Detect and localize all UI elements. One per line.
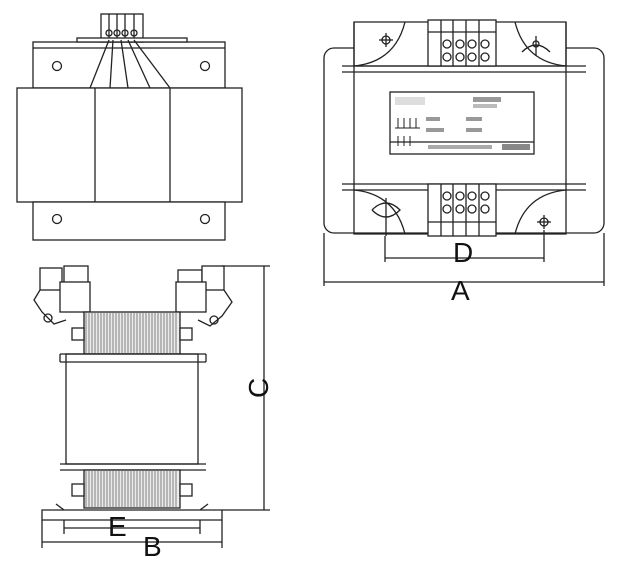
top-terminal-strip-upper: [427, 19, 497, 67]
dimension-d: D: [384, 230, 545, 268]
dimension-c-label: C: [243, 378, 274, 398]
side-core: [65, 353, 199, 465]
front-coil-body: [16, 87, 243, 203]
front-top-bracket: [32, 41, 226, 89]
dimension-a: A: [323, 233, 605, 306]
side-winding-upper: [71, 311, 193, 355]
side-base-bracket: [41, 509, 223, 521]
dimension-b-label: B: [143, 531, 162, 562]
front-hole-bottom-left: [51, 213, 63, 225]
top-terminal-strip-lower: [427, 183, 497, 237]
dimension-e: E: [63, 511, 201, 542]
nameplate: [389, 91, 535, 155]
front-bottom-bracket: [32, 201, 226, 241]
dimension-e-label: E: [108, 511, 127, 542]
dimension-b: B: [41, 520, 223, 562]
front-hole-bottom-right: [199, 213, 211, 225]
front-terminal-block: [100, 13, 144, 43]
dimension-a-label: A: [451, 275, 470, 306]
side-view: E B C: [33, 265, 274, 562]
top-slot-top-right: [521, 36, 551, 56]
dimension-d-label: D: [453, 237, 473, 268]
top-hole-bottom-right: [537, 215, 551, 229]
side-terminal-left: [33, 265, 91, 325]
top-slot-bottom-left: [371, 198, 401, 236]
side-winding-lower: [71, 469, 193, 509]
top-hole-top-left: [379, 33, 393, 47]
top-view: D A: [323, 19, 605, 306]
front-view: [16, 13, 243, 241]
front-hole-top-left: [51, 60, 63, 72]
dimension-c: C: [222, 265, 274, 511]
side-terminal-right: [175, 265, 233, 327]
front-hole-top-right: [199, 60, 211, 72]
